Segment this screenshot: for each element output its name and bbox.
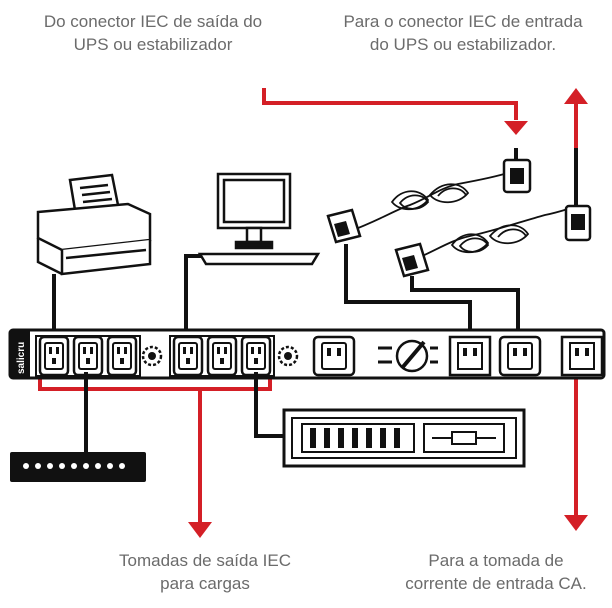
rack-equipment-icon	[282, 408, 526, 468]
iec-plug-icon	[326, 208, 362, 244]
arrowhead-down-icon	[188, 522, 212, 538]
label-line-1: Para a tomada de	[428, 551, 564, 570]
power-cords	[347, 169, 579, 259]
label-to-ups-input: Para o conector IEC de entrada do UPS ou…	[318, 10, 608, 56]
cord-to-inlet	[344, 244, 472, 338]
label-from-ups-output: Do conector IEC de saída do UPS ou estab…	[18, 10, 288, 56]
label-line-2: para cargas	[160, 574, 250, 593]
selector-switch-icon	[378, 339, 438, 373]
outlet-icon	[240, 335, 272, 377]
red-arrowheads	[188, 88, 588, 538]
label-line-2: UPS ou estabilizador	[73, 35, 233, 54]
label-line-2: do UPS ou estabilizador.	[369, 35, 557, 54]
cord-to-output	[410, 276, 520, 338]
monitor-icon	[197, 172, 321, 266]
printer-icon	[36, 173, 152, 276]
brand-logo: salicru	[16, 342, 27, 374]
outlet-icon	[72, 335, 104, 377]
iec-connector-icon	[502, 148, 532, 194]
iec-connector-icon	[564, 148, 592, 242]
fuse-icon	[141, 345, 163, 367]
equipment-cable	[254, 372, 292, 438]
outlet-icon	[172, 335, 204, 377]
fuse-icon	[277, 345, 299, 367]
router-icon	[10, 452, 146, 482]
label-line-2: corrente de entrada CA.	[405, 574, 587, 593]
label-line-1: Tomadas de saída IEC	[119, 551, 291, 570]
arrowhead-down-icon	[564, 515, 588, 531]
outlet-icon	[106, 335, 138, 377]
red-arrows	[38, 88, 578, 522]
label-outlets-for-loads: Tomadas de saída IEC para cargas	[90, 549, 320, 595]
arrow-to-ups-input-line	[262, 88, 518, 120]
label-to-mains-input: Para a tomada de corrente de entrada CA.	[380, 549, 612, 595]
arrowhead-up-icon	[564, 88, 588, 104]
power-strip-unit: salicru	[8, 328, 606, 380]
outlet-icon	[38, 335, 70, 377]
label-line-1: Do conector IEC de saída do	[43, 12, 263, 31]
label-line-1: Para o conector IEC de entrada	[343, 12, 583, 31]
bracket-outlets	[38, 376, 272, 522]
arrowhead-down-icon	[504, 121, 528, 135]
iec-plug-icon	[394, 242, 430, 278]
outlet-icon	[206, 335, 238, 377]
